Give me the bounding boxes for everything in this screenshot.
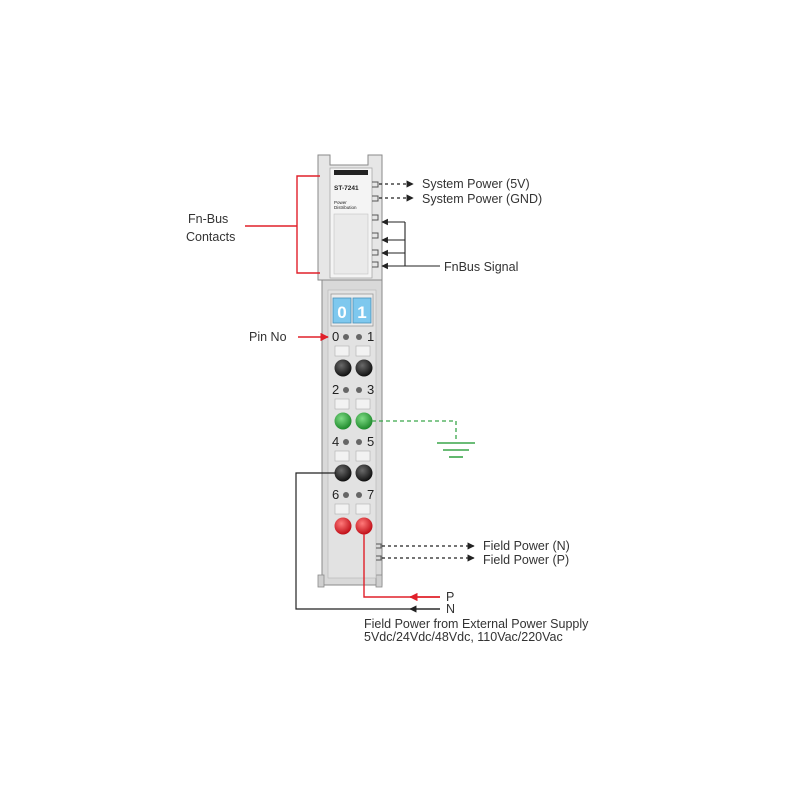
pin-label-3: 3: [367, 382, 374, 397]
pin-label-0: 0: [332, 329, 339, 344]
module-subtitle-2: Distribution: [334, 205, 357, 210]
terminal-0: [334, 359, 352, 377]
fnbus-signal-label: FnBus Signal: [444, 260, 518, 274]
external-supply-label-2: 5Vdc/24Vdc/48Vdc, 110Vac/220Vac: [364, 630, 563, 644]
fn-bus-label-2: Contacts: [186, 230, 235, 244]
pin-label-4: 4: [332, 434, 339, 449]
terminals: [334, 359, 373, 535]
pin-label-6: 6: [332, 487, 339, 502]
system-power-arrows: [379, 180, 414, 202]
led-0: [332, 297, 352, 324]
release-dots: [343, 334, 362, 498]
terminal-6: [334, 517, 352, 535]
ground-connection: [372, 420, 457, 442]
pin-no-label: Pin No: [249, 330, 287, 344]
led-1-label: 1: [357, 303, 366, 322]
pin-labels: 0 1 2 3 4 5 6 7: [332, 329, 374, 502]
ground-icon: [437, 442, 475, 458]
pin-label-2: 2: [332, 382, 339, 397]
pin-label-5: 5: [367, 434, 374, 449]
field-power-p-label: Field Power (P): [483, 553, 569, 567]
channel-display: 0 1: [330, 293, 374, 327]
module-subtitle-1: Power: [334, 200, 347, 205]
fn-bus-bracket: [245, 175, 320, 274]
fn-bus-contacts: [372, 181, 379, 268]
io-module: ST-7241 Power Distribution 0 1 0: [317, 154, 383, 588]
module-model: ST-7241: [334, 185, 359, 192]
field-power-n-label: Field Power (N): [483, 539, 570, 553]
terminal-3: [355, 412, 373, 430]
n-label: N: [446, 602, 455, 616]
p-label: P: [446, 590, 454, 604]
system-power-gnd-label: System Power (GND): [422, 192, 542, 206]
terminal-2: [334, 412, 352, 430]
terminal-4: [334, 464, 352, 482]
wire-n: [295, 472, 440, 610]
external-supply-label-1: Field Power from External Power Supply: [364, 617, 589, 631]
fnbus-signal-lines: [381, 218, 440, 270]
fn-bus-label-1: Fn-Bus: [188, 212, 228, 226]
field-power-arrows: [382, 542, 475, 562]
terminal-7: [355, 517, 373, 535]
system-power-5v-label: System Power (5V): [422, 177, 530, 191]
led-1: [352, 297, 372, 324]
pin-label-1: 1: [367, 329, 374, 344]
terminal-1: [355, 359, 373, 377]
pin-label-7: 7: [367, 487, 374, 502]
terminal-5: [355, 464, 373, 482]
module-top-bar: [334, 170, 368, 175]
led-0-label: 0: [337, 303, 346, 322]
